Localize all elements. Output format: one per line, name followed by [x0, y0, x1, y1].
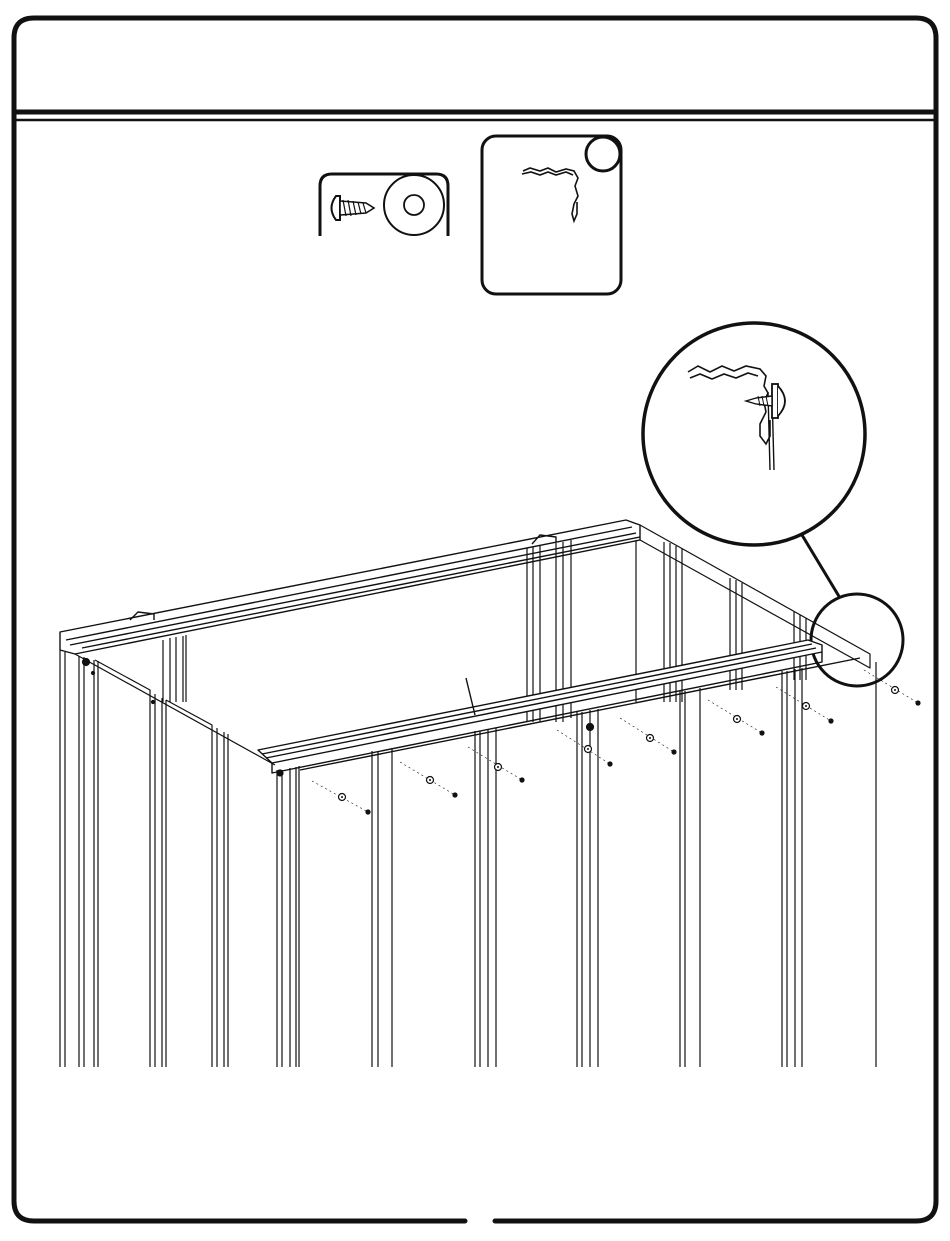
left-side-wall [60, 650, 275, 1067]
fastener-set-7 [776, 687, 834, 724]
part-box [482, 136, 621, 294]
fastener-set-8 [864, 670, 921, 706]
detail-callout-circle [811, 594, 903, 686]
fastener-set-1 [312, 781, 371, 815]
back-top-rail [60, 520, 640, 654]
front-top-rail [258, 640, 860, 773]
hardware-box [320, 174, 448, 236]
fastener-set-2 [400, 762, 458, 798]
front-wall-panels [277, 662, 876, 1067]
shed-frame-icon [60, 520, 876, 1067]
screw-icon [332, 196, 375, 220]
fastener-set-6 [708, 700, 765, 736]
header-band [16, 112, 934, 120]
fastener-set-4 [557, 730, 613, 767]
fastener-set-5 [620, 718, 677, 755]
washer-icon [384, 175, 444, 235]
